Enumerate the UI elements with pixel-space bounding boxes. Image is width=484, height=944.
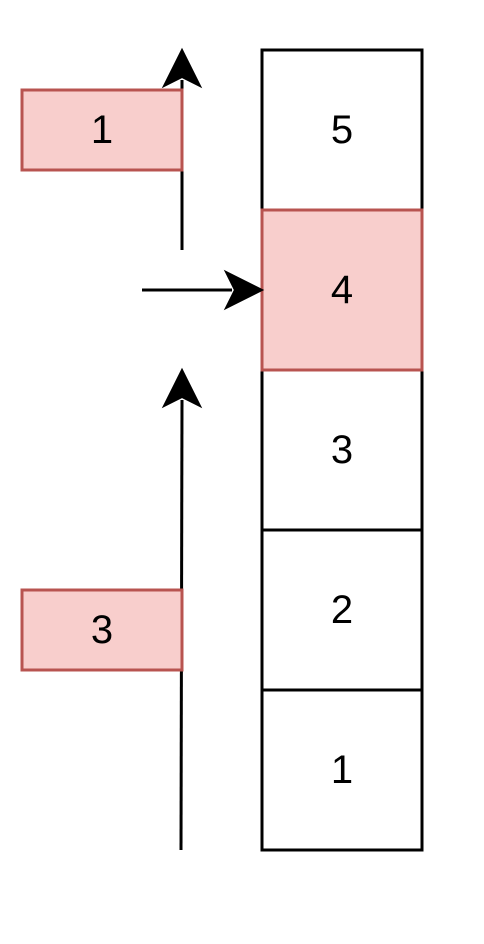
side-box-bottom-rect: [20, 588, 184, 672]
side-box-top-label: 1: [91, 108, 113, 152]
pointer-arrow-head: [223, 269, 265, 311]
side-box-bottom: 3: [20, 588, 184, 672]
lower-up-arrow-head: [161, 367, 203, 409]
stack-cell-1-label: 1: [331, 748, 353, 792]
stack-cell-1-box: [260, 688, 424, 852]
stack-cell-4-label: 4: [331, 268, 353, 312]
stack-cell-5-box: [260, 48, 424, 212]
stack-cell-3-box: [260, 368, 424, 532]
stack-cell-3: 3: [260, 368, 424, 532]
stack-cell-5-label: 5: [331, 108, 353, 152]
stack-cell-2-box: [260, 528, 424, 692]
side-box-bottom-label: 3: [91, 608, 113, 652]
pointer-arrow: [142, 269, 265, 311]
stack: 5 3 2 1 4: [260, 48, 424, 852]
stack-cell-4-box: [260, 208, 424, 372]
stack-cell-2-label: 2: [331, 588, 353, 632]
stack-cell-5: 5: [260, 48, 424, 212]
side-box-top-rect: [20, 88, 184, 172]
upper-up-arrow-head: [161, 47, 203, 89]
stack-cell-4: 4: [260, 208, 424, 372]
stack-cell-2: 2: [260, 528, 424, 692]
stack-cell-3-label: 3: [331, 428, 353, 472]
stack-cell-1: 1: [260, 688, 424, 852]
side-box-top: 1: [20, 88, 184, 172]
